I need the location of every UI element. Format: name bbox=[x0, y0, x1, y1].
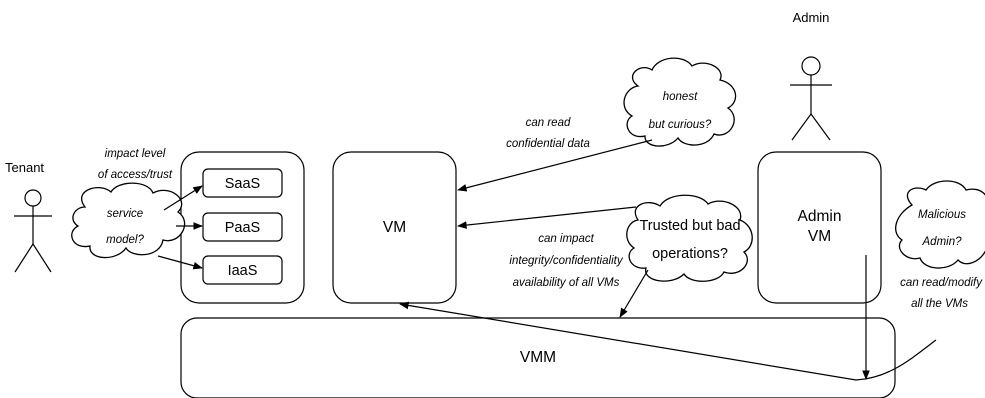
admin-vm-label-line2: VM bbox=[808, 228, 831, 245]
malicious-admin-cloud bbox=[895, 180, 985, 269]
arrow-trusted-to-vm bbox=[457, 206, 637, 229]
iaas-box bbox=[202, 255, 283, 285]
read-annotation-line1: can read bbox=[526, 117, 571, 129]
malicious-cloud-line1: Malicious bbox=[918, 209, 966, 221]
admin-vm-box bbox=[757, 151, 882, 304]
paas-label: PaaS bbox=[225, 220, 260, 236]
impact-annotation-line2: of access/trust bbox=[98, 169, 173, 181]
arrow-to-saas bbox=[163, 185, 203, 211]
integrity-annotation-line1: can impact bbox=[538, 233, 594, 245]
vmm-box bbox=[180, 317, 896, 398]
trusted-cloud-line1: Trusted but bad bbox=[639, 218, 740, 234]
saas-box bbox=[202, 168, 283, 198]
arrow-curious-to-vm bbox=[457, 139, 653, 192]
vmm-label: VMM bbox=[520, 349, 556, 366]
arrow-trusted-to-vmm bbox=[619, 269, 649, 318]
read-annotation-line2: confidential data bbox=[506, 138, 590, 150]
admin-vm-label-line1: Admin bbox=[798, 208, 842, 225]
integrity-annotation-line3: availability of all VMs bbox=[513, 277, 620, 289]
tenant-actor bbox=[14, 189, 52, 273]
saas-label: SaaS bbox=[225, 176, 260, 192]
impact-annotation-line1: impact level bbox=[105, 148, 166, 160]
malicious-cloud-line2: Admin? bbox=[922, 236, 963, 248]
paas-box bbox=[202, 212, 283, 242]
modify-annotation-line1: can read/modify bbox=[900, 277, 983, 289]
vm-label: VM bbox=[383, 219, 406, 236]
iaas-label: IaaS bbox=[228, 263, 258, 279]
tenant-label: Tenant bbox=[5, 160, 44, 175]
honest-cloud-line1: honest bbox=[663, 91, 698, 103]
service-model-cloud-line1: service bbox=[107, 208, 143, 220]
vm-box bbox=[332, 151, 457, 304]
honest-but-curious-cloud bbox=[623, 57, 737, 147]
arrow-to-iaas bbox=[157, 255, 203, 270]
trusted-cloud-line2: operations? bbox=[652, 246, 728, 262]
trusted-bad-operations-cloud bbox=[626, 194, 753, 282]
arrow-malicious-to-vm bbox=[399, 301, 937, 381]
admin-label: Admin bbox=[793, 10, 830, 25]
modify-annotation-line2: all the VMs bbox=[911, 298, 968, 310]
admin-actor bbox=[790, 56, 832, 141]
service-model-cloud-line2: model? bbox=[106, 234, 144, 246]
integrity-annotation-line2: integrity/confidentiality bbox=[509, 255, 623, 267]
honest-cloud-line2: but curious? bbox=[649, 119, 712, 131]
service-model-cloud bbox=[71, 182, 186, 259]
